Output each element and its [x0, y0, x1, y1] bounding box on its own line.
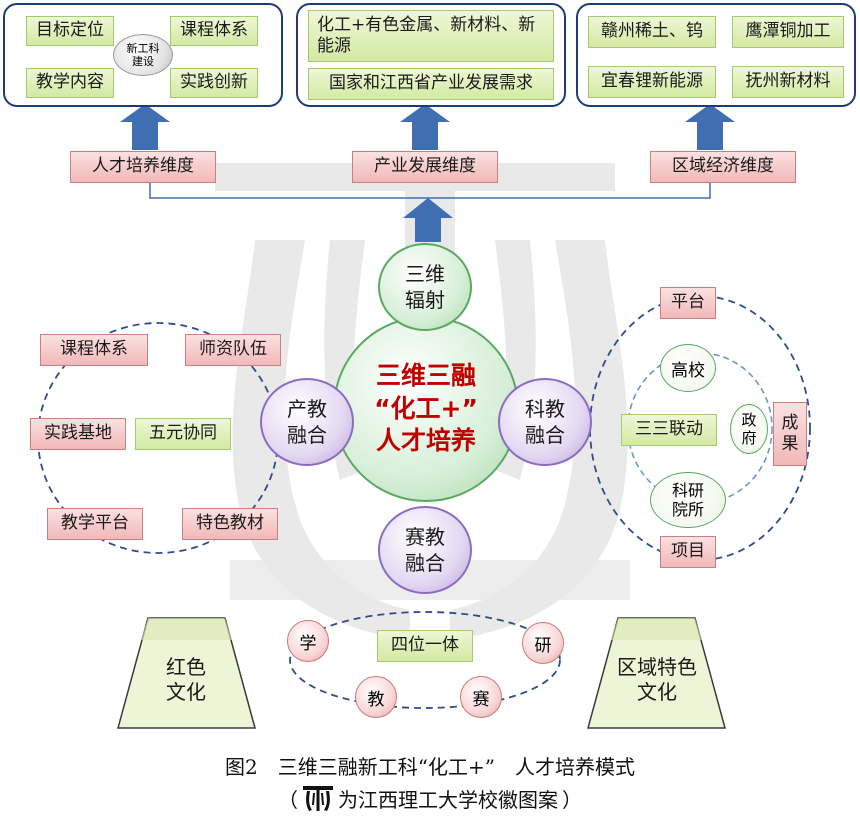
red-culture-label: 红色 文化	[166, 655, 206, 704]
university-circle: 高校	[660, 344, 716, 392]
left-item-curriculum: 课程体系	[40, 334, 148, 366]
caption-close-paren: ）	[562, 788, 582, 812]
institute-circle: 科研 院所	[650, 472, 726, 528]
arrow-up-left	[120, 104, 170, 150]
right-item-project: 项目	[660, 536, 716, 568]
bottom-label-teach: 教	[367, 689, 385, 710]
left-item-practice-base: 实践基地	[30, 418, 126, 450]
top-middle-item-demand: 国家和江西省产业发展需求	[308, 68, 554, 100]
radiation-circle: 三维 辐射	[378, 243, 472, 331]
left-item-textbook: 特色教材	[182, 508, 278, 540]
government-circle: 政 府	[730, 404, 768, 454]
right-item-result: 成 果	[773, 402, 807, 466]
figure-caption-line2: （ 为江西理工大学校徽图案 ）	[0, 784, 860, 813]
dimension-industry: 产业发展维度	[352, 151, 498, 183]
center-title-line2: “化工+”	[374, 393, 478, 423]
left-item-faculty: 师资队伍	[185, 334, 281, 366]
government-label: 政 府	[741, 411, 757, 447]
figure-caption-line1: 图2 三维三融新工科“化工+” 人才培养模式	[225, 755, 635, 779]
right-dashed-ring-outer	[589, 295, 811, 561]
top-right-item-yingtan: 鹰潭铜加工	[732, 16, 844, 48]
bottom-circle-compete: 赛	[460, 676, 502, 718]
right-pedestal-shape	[587, 617, 726, 729]
top-left-item-practice: 实践创新	[170, 68, 258, 98]
arrow-up-right	[685, 104, 735, 150]
competition-education-circle: 赛教 融合	[378, 506, 472, 594]
industry-education-circle: 产教 融合	[260, 378, 354, 466]
right-item-platform: 平台	[660, 287, 716, 319]
left-item-teaching-platform: 教学平台	[47, 508, 143, 540]
top-right-item-yichun: 宜春锂新能源	[588, 66, 716, 98]
bottom-label-compete: 赛	[472, 689, 490, 710]
caption-text: 为江西理工大学校徽图案	[338, 788, 558, 812]
bottom-circle-research: 研	[522, 622, 564, 664]
institute-label: 科研 院所	[671, 480, 704, 519]
left-item-five-element: 五元协同	[135, 418, 231, 450]
top-middle-item-chem: 化工+有色金属、新材料、新能源	[308, 10, 554, 62]
top-left-item-content: 教学内容	[26, 68, 114, 98]
bottom-circle-teach: 教	[355, 676, 397, 718]
bottom-label-research: 研	[534, 635, 552, 656]
top-right-item-ganzhou: 赣州稀土、钨	[588, 16, 716, 48]
new-engineering-circle: 新工科 建设	[113, 34, 173, 76]
center-circle: 三维三融 “化工+” 人才培养	[333, 316, 519, 502]
bottom-label-learn: 学	[299, 633, 317, 654]
top-left-item-goal: 目标定位	[26, 16, 114, 46]
radiation-label: 三维 辐射	[405, 262, 445, 312]
up-arrows	[120, 104, 735, 242]
bottom-dashed-ring	[289, 611, 561, 709]
university-label: 高校	[671, 360, 705, 381]
dimension-connector-line	[149, 182, 711, 199]
arrow-up-middle	[400, 104, 450, 150]
science-education-circle: 科教 融合	[498, 378, 592, 466]
right-item-linkage: 三三联动	[621, 414, 717, 446]
arrow-up-center	[403, 198, 453, 242]
left-pedestal-shape	[117, 617, 256, 729]
top-right-item-fuzhou: 抚州新材料	[732, 66, 844, 98]
top-left-item-curriculum: 课程体系	[170, 16, 258, 46]
science-education-label: 科教 融合	[525, 397, 565, 447]
bottom-item-four-in-one: 四位一体	[377, 630, 473, 662]
bottom-circle-learn: 学	[287, 620, 329, 662]
center-title-line1: 三维三融	[375, 361, 476, 391]
industry-education-label: 产教 融合	[287, 397, 327, 447]
new-engineering-label: 新工科 建设	[126, 41, 160, 68]
competition-education-label: 赛教 融合	[405, 525, 445, 575]
dimension-region: 区域经济维度	[650, 151, 796, 183]
center-title-line3: 人才培养	[375, 426, 476, 456]
dimension-talent: 人才培养维度	[70, 151, 216, 183]
regional-culture-label: 区域特色 文化	[617, 655, 697, 704]
caption-open-paren: （	[278, 788, 298, 812]
emblem-icon	[302, 785, 334, 813]
